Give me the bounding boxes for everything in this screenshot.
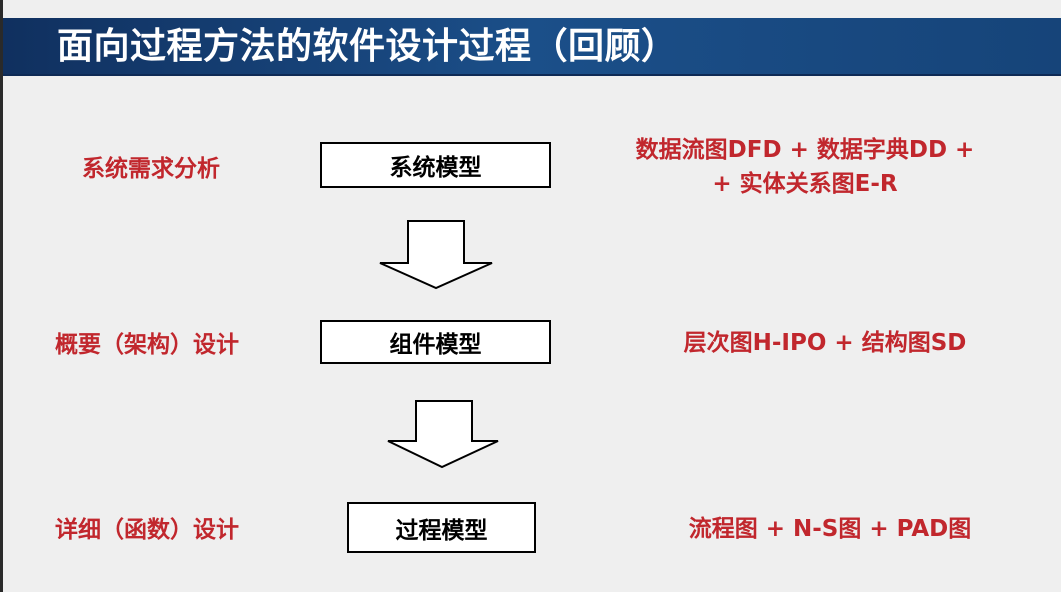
model-label-system: 系统模型: [389, 155, 482, 181]
model-box-component: 组件模型: [320, 320, 551, 364]
slide-title: 面向过程方法的软件设计过程（回顾）: [57, 26, 678, 67]
model-box-procedure: 过程模型: [347, 502, 536, 553]
title-banner: 面向过程方法的软件设计过程（回顾）: [3, 18, 1061, 76]
tools-label-detailed: 流程图 + N-S图 + PAD图: [688, 516, 972, 542]
model-box-system: 系统模型: [320, 142, 551, 188]
slide-left-border: [0, 0, 3, 592]
tools-label-requirements-line1: 数据流图DFD + 数据字典DD +: [635, 137, 975, 163]
tools-label-requirements-line2: + 实体关系图E-R: [712, 171, 898, 197]
stage-label-architecture: 概要（架构）设计: [55, 332, 239, 358]
down-arrow-icon: [379, 220, 493, 290]
down-arrow-icon: [387, 400, 499, 469]
tools-label-architecture: 层次图H-IPO + 结构图SD: [683, 330, 967, 356]
stage-label-detailed: 详细（函数）设计: [55, 517, 239, 543]
model-label-procedure: 过程模型: [395, 517, 488, 544]
model-label-component: 组件模型: [389, 332, 482, 358]
stage-label-requirements: 系统需求分析: [82, 156, 220, 182]
